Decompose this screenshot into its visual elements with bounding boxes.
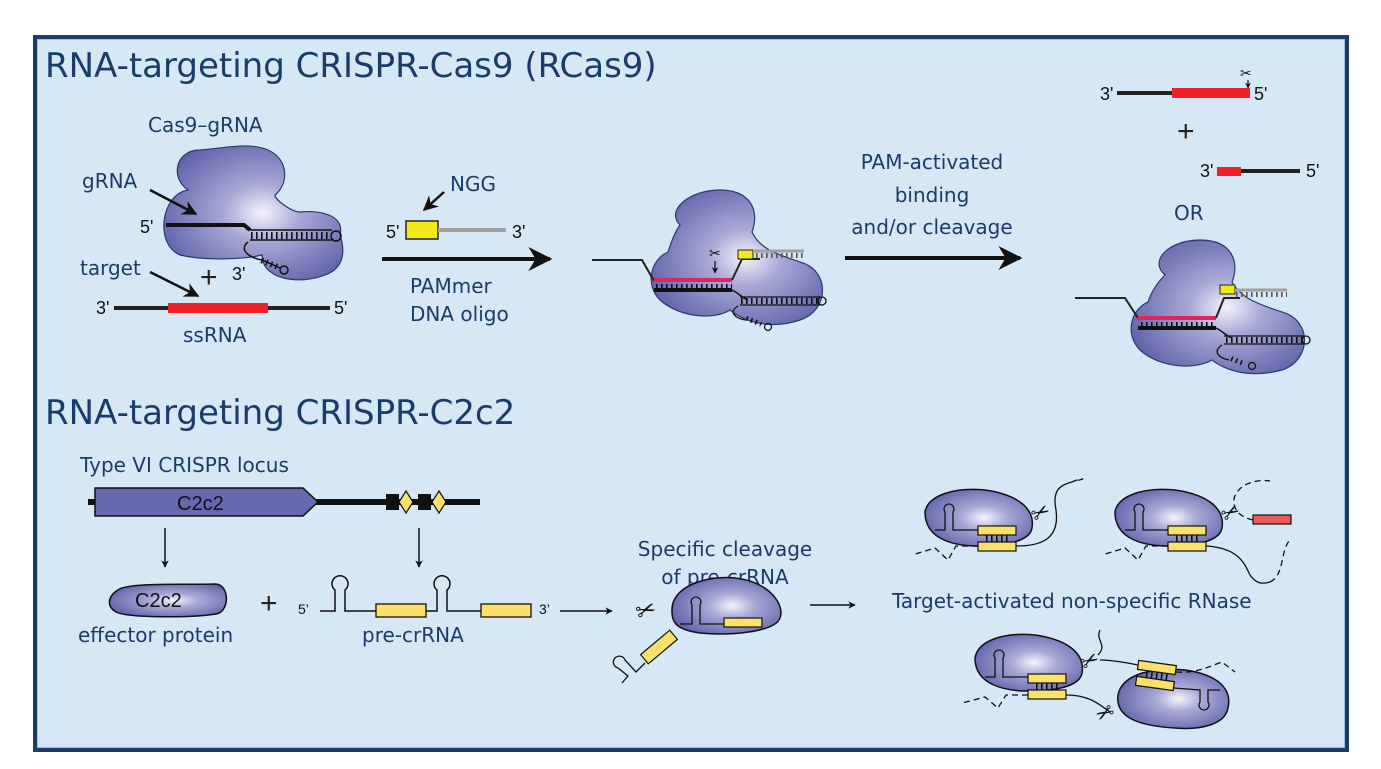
section-title-rcas9: RNA-targeting CRISPR-Cas9 (RCas9) <box>45 46 657 86</box>
ssrna-target: 3' 5' ssRNA <box>96 298 347 347</box>
ngg-label: NGG <box>450 172 496 196</box>
bound-complex-2 <box>1075 239 1311 375</box>
plus-sign: + <box>200 261 218 294</box>
ssrna-5prime: 5' <box>334 298 347 318</box>
c2c2-gene <box>94 487 320 517</box>
cleavage-label: and/or cleavage <box>851 215 1012 239</box>
plus-sign: + <box>1177 115 1195 148</box>
rnase-complex-1: ✂ <box>911 478 1084 562</box>
cas9-grna-label: Cas9–gRNA <box>148 113 263 137</box>
target-region <box>168 303 268 313</box>
effector-label: effector protein <box>78 623 233 647</box>
cleaved-fragment <box>1252 514 1292 525</box>
grna-5prime: 5' <box>140 217 153 237</box>
cas9-protein <box>163 145 344 281</box>
binding-label: binding <box>895 183 970 207</box>
pammer-oligo: NGG 5' 3' PAMmer DNA oligo <box>382 172 553 326</box>
pam-box <box>405 220 439 240</box>
product1-3prime: 3' <box>1100 84 1113 104</box>
dna-oligo-label: DNA oligo <box>410 302 509 326</box>
scissors-icon: ✂ <box>1240 66 1252 82</box>
rnase-complex-pair: ✂ ✂ <box>961 629 1236 730</box>
grna-3prime: 3' <box>232 264 245 284</box>
type-vi-locus: C2c2 <box>88 487 480 568</box>
cleavage-products: 3' 5' ✂ + 3' 5' OR <box>1100 66 1319 225</box>
cleavage-label-1: Specific cleavage <box>638 537 812 561</box>
section-title-c2c2: RNA-targeting CRISPR-C2c2 <box>45 393 515 433</box>
product1-5prime: 5' <box>1254 84 1267 104</box>
product2-5prime: 5' <box>1306 161 1319 181</box>
product2-3prime: 3' <box>1200 161 1213 181</box>
rnase-complex-2: ✂ <box>1101 479 1292 584</box>
scissors-icon: ✂ <box>632 594 660 627</box>
precrrna-5prime: 5’ <box>298 601 309 617</box>
ssrna-3prime: 3' <box>96 298 109 318</box>
precrrna-label: pre-crRNA <box>362 623 464 647</box>
scissors-icon: ✂ <box>709 246 721 262</box>
bound-complex-1: ✂ <box>592 189 827 332</box>
grna-label: gRNA <box>82 169 138 193</box>
pam-activated-label: PAM-activated <box>861 150 1004 174</box>
locus-label: Type VI CRISPR locus <box>79 453 289 477</box>
ssrna-label: ssRNA <box>183 323 247 347</box>
protein-label: C2c2 <box>135 590 182 612</box>
rnase-label: Target-activated non-specific RNase <box>891 589 1252 613</box>
or-label: OR <box>1174 201 1204 225</box>
pre-crrna: 5’ 3’ pre-crRNA <box>298 575 613 647</box>
pammer-3prime: 3' <box>512 222 525 242</box>
step2: PAM-activated binding and/or cleavage <box>845 150 1023 270</box>
target-label: target <box>80 256 141 280</box>
pammer-label: PAMmer <box>410 274 493 298</box>
cas9-grna-complex: Cas9–gRNA gRNA 5' + 3' target <box>80 113 344 298</box>
grna-stem <box>250 232 330 239</box>
plus-sign: + <box>260 587 278 620</box>
pammer-5prime: 5' <box>386 222 399 242</box>
precrrna-3prime: 3’ <box>539 601 550 617</box>
gene-label: C2c2 <box>177 493 224 515</box>
c2c2-effector: C2c2 effector protein + <box>78 583 278 647</box>
specific-cleavage: Specific cleavage of pre-crRNA ✂ <box>612 537 856 684</box>
